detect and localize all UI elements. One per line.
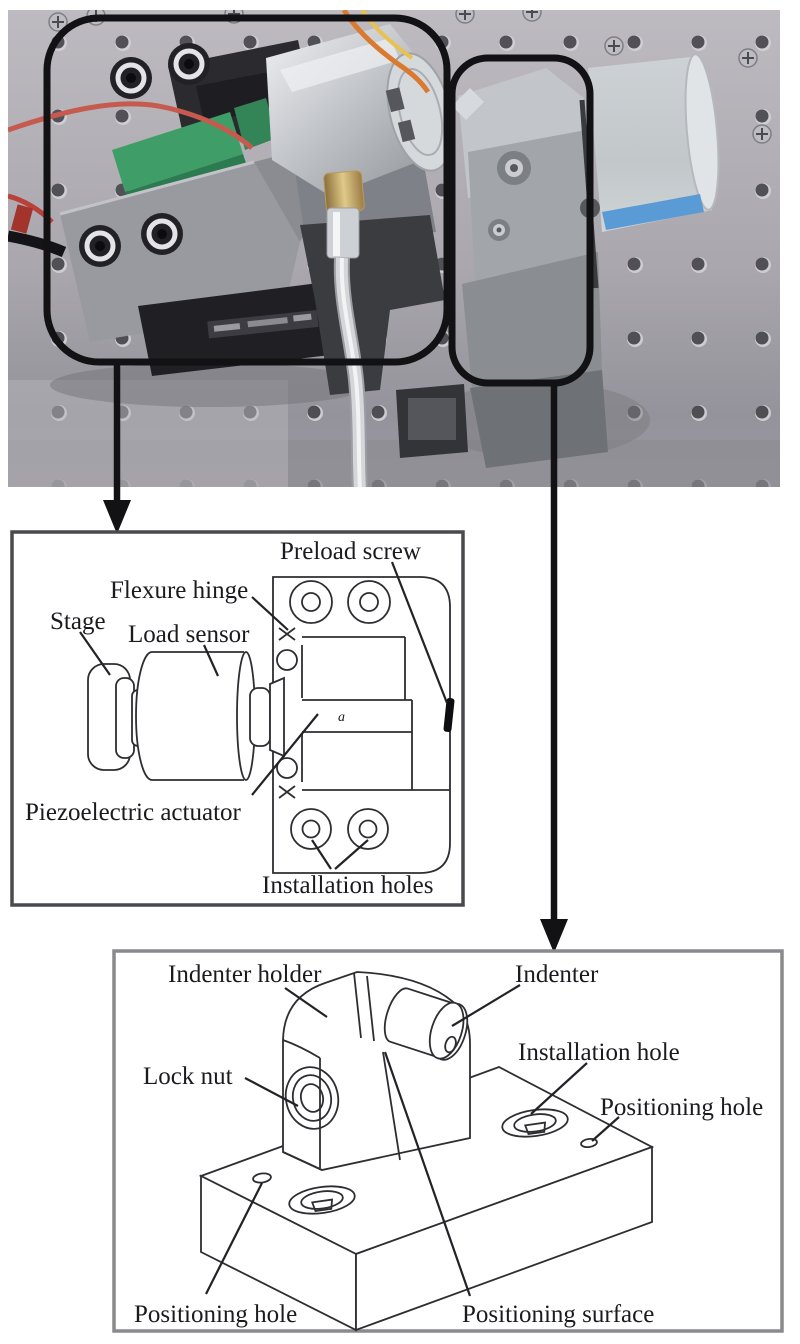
red-connector (10, 204, 34, 234)
hinge-cutout-upper (276, 649, 298, 671)
stage-block-bevel (59, 160, 255, 216)
hinge-neck-upper (278, 627, 296, 641)
indenter-bracket-foot (470, 370, 608, 468)
label-lock-nut: Lock nut (143, 1063, 233, 1090)
indenter-assembly-diagram: Indenter holder Indenter Lock nut Instal… (112, 949, 784, 1333)
label-actuator-mark: a (338, 710, 345, 725)
bracket-tab (452, 88, 484, 120)
black-cable (8, 230, 67, 258)
indenter-cylinder (383, 987, 469, 1061)
indenter-bracket-lower (462, 252, 602, 390)
label-positioning-hole-left: Positioning hole (134, 1301, 297, 1328)
base-right-face (355, 1145, 653, 1332)
installation-hole-left (288, 1185, 356, 1215)
label-load-sensor: Load sensor (128, 621, 250, 648)
flexure-hinge-features (276, 627, 298, 799)
arrow-to-stage-diagram (103, 360, 131, 534)
stage-mechanism-diagram: Preload screw Flexure hinge Stage Load s… (10, 530, 465, 907)
table-light-area (8, 380, 288, 487)
arrow-to-indenter-diagram (540, 383, 568, 953)
piezo-element-end (234, 98, 277, 150)
label-installation-holes: Installation holes (262, 872, 434, 899)
indenter-mechanism-photo (452, 68, 608, 468)
blue-stripe (602, 194, 704, 230)
stage-diagram-leaders (79, 561, 449, 870)
down-arrow-head (540, 919, 568, 953)
label-indenter: Indenter (515, 961, 599, 988)
sensor-face-marks (385, 87, 416, 143)
piezo-element (112, 112, 243, 192)
installation-hole-right (501, 1108, 569, 1138)
label-preload-screw: Preload screw (280, 538, 421, 565)
label-flexure-hinge: Flexure hinge (110, 577, 248, 604)
bracket-screw-upper (497, 151, 531, 185)
positioning-hole-right-feature (580, 1137, 598, 1149)
lock-nut-rings (284, 1066, 340, 1130)
ferrule-highlight (333, 212, 340, 256)
base-plate-label-smudge (207, 309, 319, 339)
label-positioning-surface: Positioning surface (462, 1301, 654, 1328)
down-arrow-head (103, 500, 131, 534)
cable-ferrule (326, 207, 360, 259)
adapter-flare (269, 676, 285, 758)
cable-highlight (339, 257, 362, 487)
brass-connector (323, 170, 365, 214)
positioning-hole-left-feature (252, 1172, 272, 1184)
preload-screw-mark (443, 697, 455, 733)
hinge-cutout-lower (276, 757, 298, 779)
label-installation-hole: Installation hole (518, 1039, 680, 1066)
label-piezoelectric-actuator: Piezoelectric actuator (25, 799, 242, 826)
flexure-frame-cavities (301, 636, 450, 791)
frame-holes (289, 580, 391, 850)
holder-face-lines (282, 972, 401, 1168)
holder-bottom-edge (282, 1151, 323, 1171)
callout-box-indenter-mechanism (448, 54, 594, 387)
callout-box-stage-mechanism (43, 14, 451, 366)
indenter-diagram-leaders (205, 984, 620, 1297)
load-sensor-body-fill (152, 652, 244, 780)
red-wire (8, 101, 254, 150)
hinge-neck-lower (278, 785, 296, 799)
shadow-left-assembly (50, 363, 370, 407)
cap-screws (79, 43, 210, 267)
specimen-cylinder-photo (580, 53, 720, 232)
adapter-stub (249, 687, 271, 747)
indenter-tip (444, 1035, 457, 1054)
photo-experimental-setup (8, 10, 780, 487)
sensor-cylinder-highlight (280, 38, 400, 92)
bracket-screw-lower (488, 219, 510, 241)
orange-wire (341, 10, 431, 94)
label-positioning-hole-right: Positioning hole (600, 1094, 763, 1121)
specimen-cylinder-body (588, 56, 712, 232)
table-clamp-block (396, 384, 468, 458)
label-indenter-holder: Indenter holder (168, 961, 322, 988)
label-stage: Stage (50, 608, 106, 635)
specimen-cylinder-face (684, 53, 720, 211)
load-sensor-left-cap (135, 651, 153, 781)
